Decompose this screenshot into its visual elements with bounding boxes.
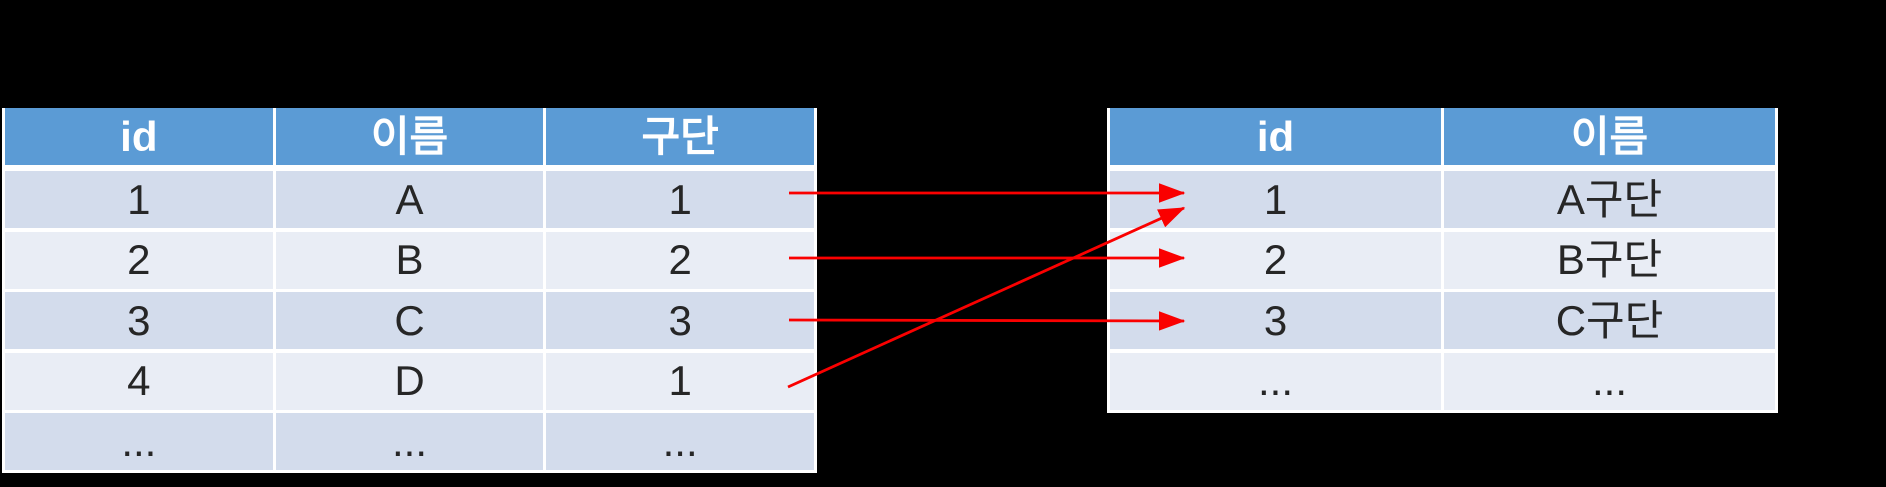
cell-name: C구단 (1444, 292, 1775, 349)
cell-id: 1 (1110, 171, 1441, 228)
cell-id: 4 (5, 352, 273, 410)
cell-name: ... (1444, 352, 1775, 410)
cell-id: 1 (5, 171, 273, 228)
right-header-id: id (1110, 108, 1441, 165)
cell-club: 3 (546, 292, 814, 349)
cell-id: 2 (1110, 231, 1441, 289)
cell-id: 3 (5, 292, 273, 349)
table-row: 2 B 2 (5, 231, 814, 289)
table-row: 1 A 1 (5, 171, 814, 228)
table-row: 3 C구단 (1110, 292, 1775, 349)
table-row: 4 D 1 (5, 352, 814, 410)
right-header-name: 이름 (1444, 108, 1775, 165)
cell-id: ... (5, 413, 273, 470)
left-header-name: 이름 (275, 108, 544, 165)
table-row-ellipsis: ... ... (1110, 352, 1775, 410)
cell-id: 2 (5, 231, 273, 289)
right-table: id 이름 1 A구단 2 B구단 3 C구단 ... ... (1107, 108, 1778, 413)
cell-name: B (275, 231, 544, 289)
cell-club: ... (546, 413, 814, 470)
right-table-header-row: id 이름 (1110, 108, 1775, 165)
left-header-id: id (5, 108, 273, 165)
left-header-club: 구단 (546, 108, 814, 165)
cell-club: 1 (546, 171, 814, 228)
table-row: 2 B구단 (1110, 231, 1775, 289)
cell-name: A구단 (1444, 171, 1775, 228)
left-table: id 이름 구단 1 A 1 2 B 2 3 C 3 4 D 1 ... ...… (2, 108, 817, 473)
cell-id: 3 (1110, 292, 1441, 349)
table-row: 3 C 3 (5, 292, 814, 349)
cell-club: 1 (546, 352, 814, 410)
cell-club: 2 (546, 231, 814, 289)
left-table-header-row: id 이름 구단 (5, 108, 814, 165)
table-row-ellipsis: ... ... ... (5, 413, 814, 470)
cell-name: C (275, 292, 544, 349)
table-row: 1 A구단 (1110, 171, 1775, 228)
cell-name: A (275, 171, 544, 228)
cell-id: ... (1110, 352, 1441, 410)
cell-name: ... (275, 413, 544, 470)
cell-name: B구단 (1444, 231, 1775, 289)
cell-name: D (275, 352, 544, 410)
